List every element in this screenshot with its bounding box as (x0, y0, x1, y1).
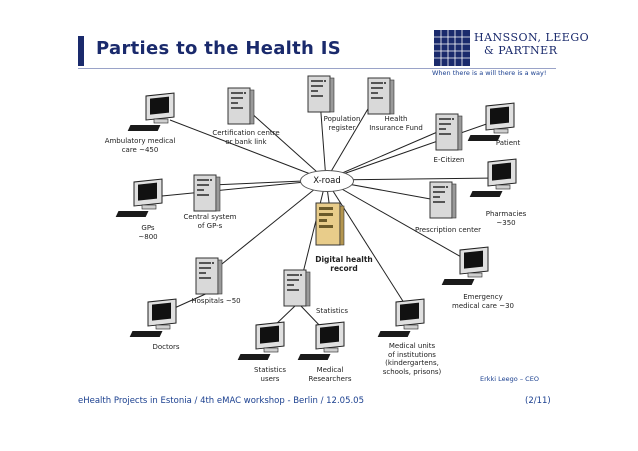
medical-units-computer-icon (377, 298, 425, 338)
author-credit: Erkki Leego – CEO (480, 375, 539, 383)
prescription-server-icon (429, 181, 457, 219)
link-certification (249, 111, 327, 181)
company-logo (434, 30, 470, 66)
emergency-computer-icon (441, 246, 489, 286)
researchers-computer-icon (297, 321, 345, 361)
link-hospitals (211, 179, 327, 273)
logo-grid-icon (434, 30, 470, 66)
hif-server-icon (367, 77, 395, 115)
gps-computer-icon (115, 178, 163, 218)
node-label-gps: GPs~800 (138, 224, 158, 241)
node-label-pharmacies: Pharmacies~350 (485, 210, 527, 227)
title-accent-bar (78, 36, 84, 66)
link-researchers (299, 304, 323, 329)
link-ambulatory (169, 119, 327, 181)
dhr-server-icon (315, 202, 345, 246)
central-gp-server-icon (193, 174, 221, 212)
link-ecitizen (325, 129, 443, 181)
link-hospitals-doctors (169, 291, 211, 311)
statistics-server-icon (283, 269, 311, 307)
link-pharmacies (325, 177, 499, 181)
node-label-hospitals: Hospitals ~50 (191, 297, 241, 305)
ecitizen-server-icon (435, 113, 463, 151)
stat-users-computer-icon (237, 321, 285, 361)
patient-computer-icon (467, 102, 515, 142)
link-medical-units (325, 179, 407, 307)
link-statistics (299, 179, 327, 286)
link-emergency (325, 179, 471, 263)
node-label-statistics: Statistics (316, 307, 348, 315)
certification-server-icon (227, 87, 255, 125)
slide-title: Parties to the Health IS (96, 38, 341, 59)
link-population (319, 99, 327, 181)
doctors-computer-icon (129, 298, 177, 338)
logo-name-line2: & PARTNER (484, 44, 558, 57)
x-road-hub: X-road (300, 170, 354, 192)
page-number: (2/11) (525, 396, 551, 406)
link-gps (161, 179, 327, 197)
node-label-doctors: Doctors (152, 343, 180, 351)
title-divider (78, 68, 556, 69)
population-server-icon (307, 75, 335, 113)
hospitals-server-icon (195, 257, 223, 295)
link-hif (325, 101, 373, 181)
company-motto: When there is a will there is a way! (432, 69, 547, 77)
link-patient (325, 119, 499, 181)
footer-text: eHealth Projects in Estonia / 4th eMAC w… (78, 396, 364, 406)
node-label-ecitizen: E-Citizen (433, 156, 465, 164)
node-label-patient: Patient (495, 139, 521, 147)
logo-name-line1: HANSSON, LEEGO (474, 31, 590, 44)
ambulatory-computer-icon (127, 92, 175, 132)
node-label-prescription: Prescription center (414, 226, 482, 234)
